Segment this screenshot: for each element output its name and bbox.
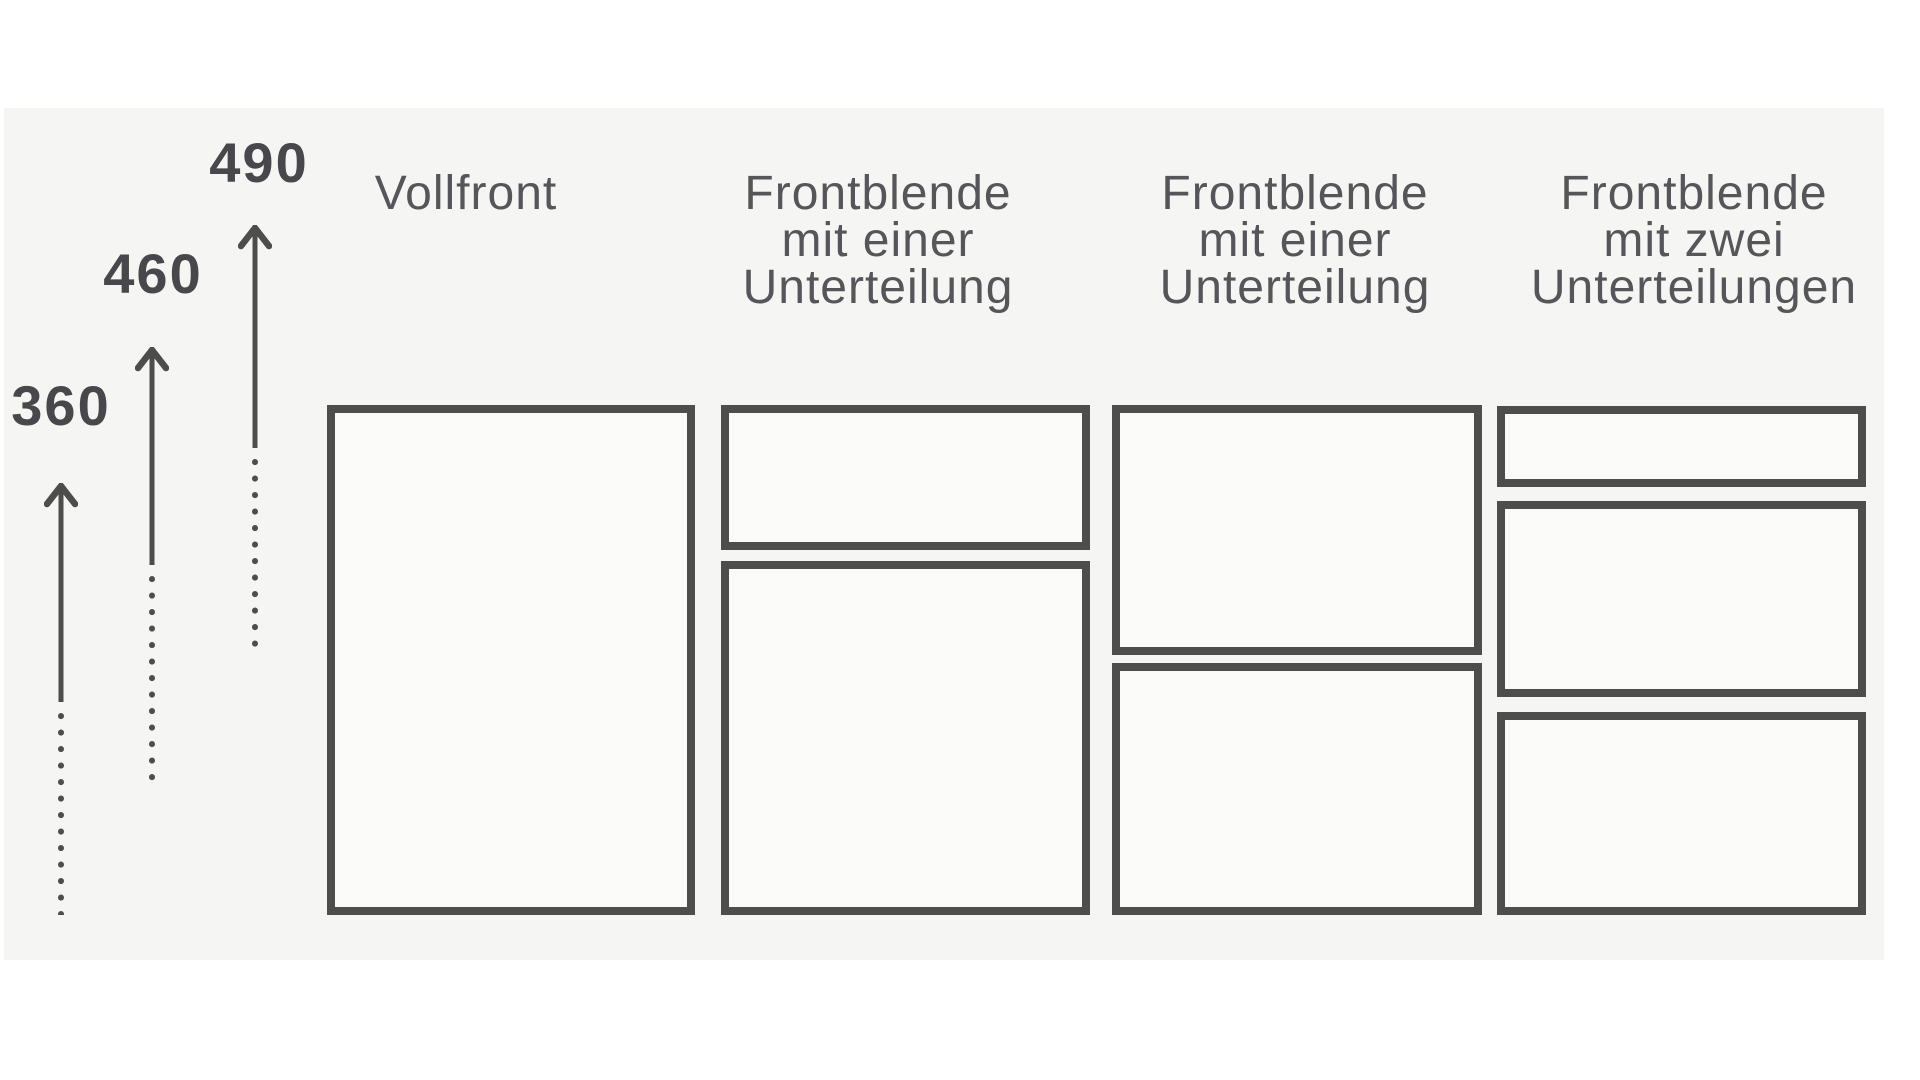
column-title-line: Vollfront	[374, 167, 558, 220]
column-title-line: Frontblende	[1560, 167, 1828, 220]
arrow-head-icon	[135, 347, 169, 372]
column-title-line: Unterteilung	[742, 261, 1014, 314]
arrow-head-icon	[238, 225, 272, 250]
column-title-line: Frontblende	[1161, 167, 1429, 220]
column-title-line: mit einer	[781, 214, 975, 267]
column-title-line: Unterteilung	[1159, 261, 1431, 314]
column-title-line: Unterteilungen	[1530, 261, 1858, 314]
dimension-label-460: 460	[103, 242, 203, 305]
col2-lower-front-box	[721, 561, 1090, 915]
col3-lower-front-box	[1112, 663, 1482, 915]
measure-arrow-460-icon	[135, 347, 169, 782]
col3-upper-front-box	[1112, 405, 1482, 655]
column-title-frontblende-einer-2: Frontblende mit einer Unterteilung	[1085, 167, 1505, 314]
arrow-head-icon	[44, 483, 78, 508]
measure-arrow-360-icon	[44, 483, 78, 915]
column-title-line: Frontblende	[744, 167, 1012, 220]
dimension-label-360: 360	[11, 374, 111, 437]
column-title-line: mit zwei	[1603, 214, 1785, 267]
column-title-frontblende-einer-1: Frontblende mit einer Unterteilung	[668, 167, 1088, 314]
column-title-line: mit einer	[1198, 214, 1392, 267]
col4-middle-front-box	[1497, 501, 1866, 697]
vollfront-front-box	[327, 405, 695, 915]
column-title-frontblende-zwei: Frontblende mit zwei Unterteilungen	[1484, 167, 1904, 314]
dimension-label-490: 490	[209, 131, 309, 194]
measure-arrow-490-icon	[238, 225, 272, 658]
col2-upper-front-box	[721, 405, 1090, 550]
col4-bottom-front-box	[1497, 712, 1866, 915]
column-title-vollfront: Vollfront	[256, 167, 676, 220]
col4-top-front-box	[1497, 406, 1866, 487]
